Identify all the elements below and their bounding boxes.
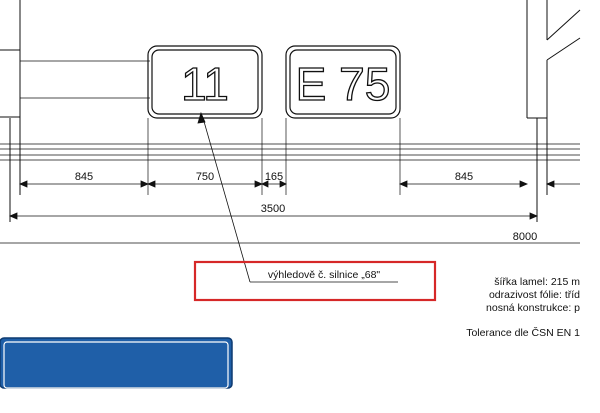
guide-lines bbox=[20, 60, 150, 99]
dim-750: 750 bbox=[196, 171, 214, 183]
dim-8000: 8000 bbox=[513, 231, 537, 243]
sign-e75-number: E 75 bbox=[296, 58, 391, 110]
dim-3500: 3500 bbox=[261, 203, 285, 215]
tolerance-note: Tolerance dle ČSN EN 1 bbox=[466, 326, 580, 339]
dim-845-left: 845 bbox=[75, 171, 93, 183]
sign-e75: E 75 bbox=[285, 45, 401, 119]
dim-845-right: 845 bbox=[455, 171, 473, 183]
beam-lines bbox=[0, 143, 580, 161]
right-post bbox=[526, 0, 581, 222]
spec-line-3: nosná konstrukce: p bbox=[486, 302, 580, 314]
spec-line-1: šířka lamel: 215 m bbox=[494, 276, 580, 288]
sign-11: 11 bbox=[147, 45, 263, 119]
dim-row-1 bbox=[18, 180, 580, 188]
sign-11-number: 11 bbox=[181, 58, 229, 110]
callout-label: výhledově č. silnice „68" bbox=[268, 269, 381, 281]
dim-row-2 bbox=[8, 212, 539, 220]
spec-line-2: odrazivost fólie: tříd bbox=[489, 289, 580, 301]
callout-leader bbox=[197, 111, 398, 283]
dim-165: 165 bbox=[265, 171, 283, 183]
extension-lines bbox=[147, 118, 401, 195]
left-post bbox=[0, 0, 21, 222]
blue-panel bbox=[0, 337, 233, 389]
callout-highlight-box bbox=[193, 260, 437, 302]
